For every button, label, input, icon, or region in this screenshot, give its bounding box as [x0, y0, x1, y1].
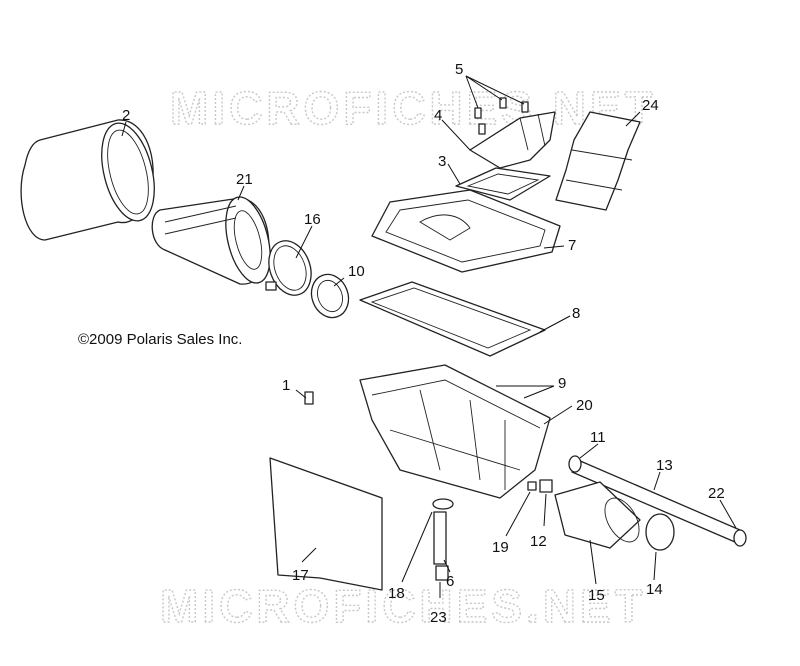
callout-15: 15 [588, 587, 605, 604]
part-7-airbox-lid [371, 189, 561, 273]
part-23-drain-plug [435, 565, 449, 581]
part-2-prefilter [20, 119, 155, 241]
callout-2: 2 [122, 107, 130, 124]
callout-5: 5 [455, 61, 463, 78]
part-14-clamp [645, 513, 675, 551]
callout-20: 20 [576, 397, 593, 414]
part-20-airbox-base [359, 364, 551, 499]
part-24-foam-pad [555, 111, 641, 211]
callout-23: 23 [430, 609, 447, 626]
callout-labels: 2 21 16 10 5 4 3 24 7 8 9 1 20 11 13 22 … [122, 61, 725, 626]
part-15-outlet-duct [554, 481, 641, 549]
callout-13: 13 [656, 457, 673, 474]
callout-3: 3 [438, 153, 446, 170]
part-17-cover [269, 457, 383, 591]
callout-1: 1 [282, 377, 290, 394]
callout-18: 18 [388, 585, 405, 602]
part-11-clamp [568, 455, 582, 473]
part-18-clamp [432, 498, 454, 510]
callout-22: 22 [708, 485, 725, 502]
part-21-air-filter [151, 196, 271, 285]
callout-11: 11 [590, 429, 606, 446]
copyright-notice: ©2009 Polaris Sales Inc. [78, 331, 242, 348]
callout-8: 8 [572, 305, 580, 322]
callout-24: 24 [642, 97, 659, 114]
part-3-gasket [455, 167, 551, 201]
callout-16: 16 [304, 211, 321, 228]
callout-17: 17 [292, 567, 309, 584]
callout-9: 9 [558, 375, 566, 392]
callout-7: 7 [568, 237, 576, 254]
callout-12: 12 [530, 533, 547, 550]
callout-14: 14 [646, 581, 663, 598]
part-22-clamp [733, 529, 747, 547]
callout-21: 21 [236, 171, 253, 188]
callout-10: 10 [348, 263, 365, 280]
part-1-bolt [304, 391, 314, 405]
callout-6: 6 [446, 573, 454, 590]
leader-lines [121, 75, 737, 598]
part-16-clamp [265, 240, 312, 296]
part-12-fitting [539, 479, 553, 493]
callout-19: 19 [492, 539, 509, 556]
callout-4: 4 [434, 107, 442, 124]
watermark-top: MICROFICHES.NET [170, 82, 657, 134]
part-10-coupler [310, 273, 350, 319]
part-19-fitting [527, 481, 537, 491]
part-8-seal [359, 281, 546, 357]
part-6-drain-tube [433, 511, 447, 565]
watermark-bottom: MICROFICHES.NET [160, 580, 647, 632]
